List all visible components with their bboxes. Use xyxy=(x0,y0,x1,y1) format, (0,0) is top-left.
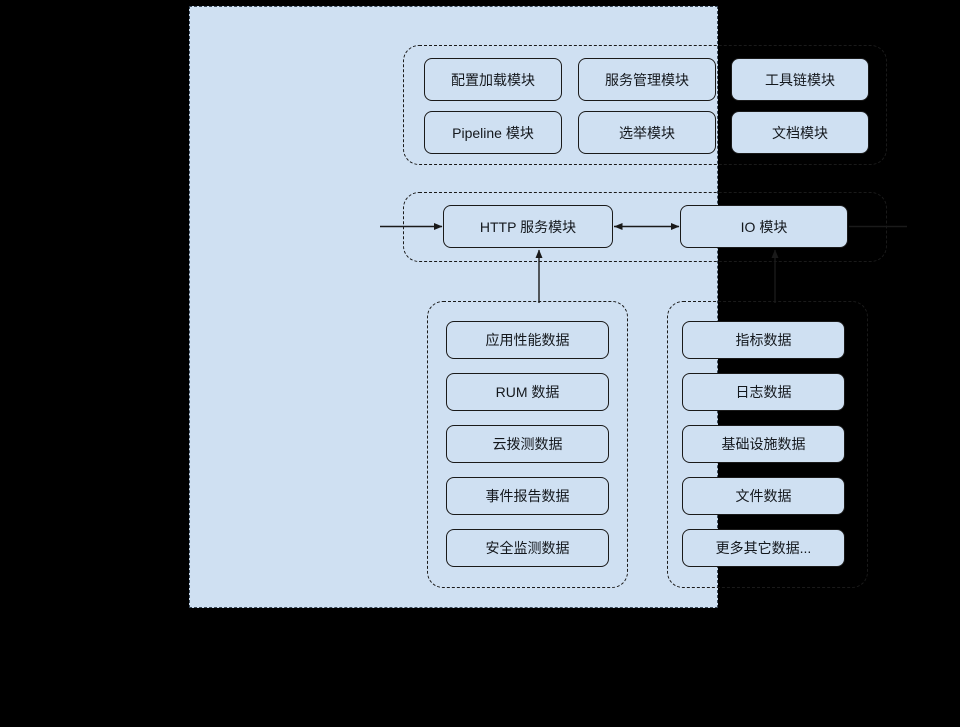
module-box-service-management[interactable]: 服务管理模块 xyxy=(578,58,716,101)
data-box-more-other[interactable]: 更多其它数据... xyxy=(682,529,845,567)
system-container: 配置加载模块 服务管理模块 工具链模块 Pipeline 模块 选举模块 文档模… xyxy=(189,6,907,608)
module-box-document[interactable]: 文档模块 xyxy=(731,111,869,154)
data-box-metrics[interactable]: 指标数据 xyxy=(682,321,845,359)
module-box-toolchain[interactable]: 工具链模块 xyxy=(731,58,869,101)
data-sources-left-group xyxy=(427,301,628,588)
module-box-election[interactable]: 选举模块 xyxy=(578,111,716,154)
data-box-rum[interactable]: RUM 数据 xyxy=(446,373,609,411)
core-modules-group xyxy=(403,45,887,165)
data-box-logs[interactable]: 日志数据 xyxy=(682,373,845,411)
module-box-config-loader[interactable]: 配置加载模块 xyxy=(424,58,562,101)
data-box-infrastructure[interactable]: 基础设施数据 xyxy=(682,425,845,463)
module-box-pipeline[interactable]: Pipeline 模块 xyxy=(424,111,562,154)
module-box-io[interactable]: IO 模块 xyxy=(680,205,848,248)
data-box-cloud-dial-test[interactable]: 云拨测数据 xyxy=(446,425,609,463)
data-sources-right-group xyxy=(667,301,868,588)
data-box-event-report[interactable]: 事件报告数据 xyxy=(446,477,609,515)
data-box-security-monitoring[interactable]: 安全监测数据 xyxy=(446,529,609,567)
data-box-files[interactable]: 文件数据 xyxy=(682,477,845,515)
data-box-apm[interactable]: 应用性能数据 xyxy=(446,321,609,359)
module-box-http-service[interactable]: HTTP 服务模块 xyxy=(443,205,613,248)
